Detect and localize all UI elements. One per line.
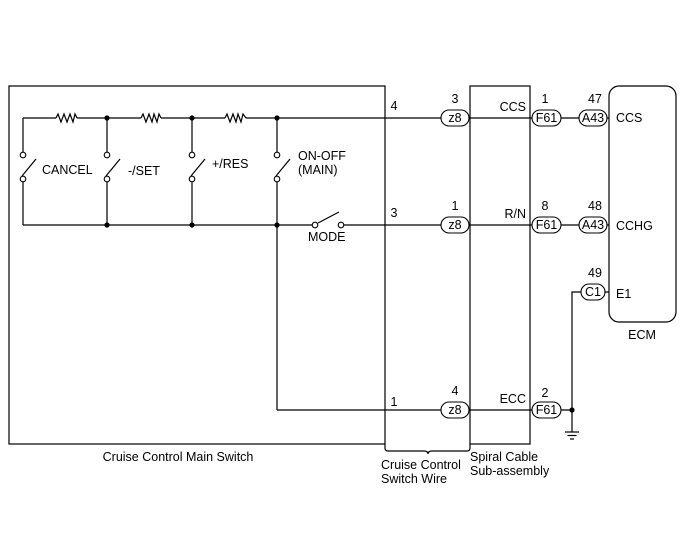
connector-f61-rn (531, 216, 562, 234)
cancel-switch (19, 151, 37, 183)
pin-number: 1 (391, 395, 398, 409)
signal-label: R/N (504, 207, 526, 221)
connector-label: z8 (448, 218, 461, 232)
pin-number: 3 (452, 92, 459, 106)
switch-label-onoff: ON-OFF (298, 149, 346, 163)
onoff-switch (273, 151, 291, 183)
connector-label: C1 (585, 285, 601, 299)
switch-label-res: +/RES (212, 157, 248, 171)
mode-switch (311, 211, 345, 229)
pin-number: 48 (588, 199, 602, 213)
harness-brace (384, 444, 471, 455)
connector-z8-rn (440, 216, 470, 234)
junction-dot (274, 222, 280, 228)
connector-label: A43 (582, 111, 604, 125)
switch-label-cancel: CANCEL (42, 163, 93, 177)
signal-label: CCS (500, 100, 526, 114)
label-main-switch: Cruise Control Main Switch (103, 450, 254, 464)
switch-label-set: -/SET (128, 164, 160, 178)
label-switch-wire: Cruise Control (381, 458, 461, 472)
switch-legs (22, 118, 278, 410)
ground-icon (565, 431, 579, 440)
connector-label: A43 (582, 218, 604, 232)
set-switch (103, 151, 121, 183)
ecm-pin-label: CCHG (616, 219, 653, 233)
res-switch (188, 151, 206, 183)
junction-dot (104, 115, 110, 121)
label-spiral-cable: Sub-assembly (470, 464, 550, 478)
pin-number: 47 (588, 92, 602, 106)
connector-f61-ecc (531, 401, 562, 419)
label-ecm: ECM (628, 328, 656, 342)
signal-label: ECC (500, 392, 526, 406)
junction-dot (274, 115, 280, 121)
pin-number: 1 (542, 92, 549, 106)
label-switch-wire: Switch Wire (381, 472, 447, 486)
pin-number: 4 (391, 99, 398, 113)
connector-label: F61 (536, 218, 558, 232)
resistor-2 (140, 111, 162, 125)
resistor-1 (55, 112, 78, 125)
wire-e1 (571, 291, 609, 410)
main-switch-box (8, 85, 386, 445)
connector-c1-e1 (580, 283, 606, 301)
connector-a43-ccs (578, 109, 608, 127)
connector-label: F61 (536, 111, 558, 125)
pin-number: 1 (452, 199, 459, 213)
switch-label-mode: MODE (308, 230, 346, 244)
switch-label-main: (MAIN) (298, 163, 338, 177)
junction-dot (104, 222, 110, 228)
spiral-cable-box (469, 85, 531, 445)
pin-number: 49 (588, 266, 602, 280)
connector-label: z8 (448, 111, 461, 125)
junction-dot (189, 115, 195, 121)
resistor-3 (224, 111, 247, 125)
ecm-pin-label: CCS (616, 111, 642, 125)
connector-a43-cchg (578, 216, 608, 234)
connector-f61-ccs (531, 109, 562, 127)
label-spiral-cable: Spiral Cable (470, 450, 538, 464)
pin-number: 3 (391, 206, 398, 220)
connector-label: z8 (448, 403, 461, 417)
pin-number: 2 (542, 386, 549, 400)
pin-number: 8 (542, 199, 549, 213)
ecm-box (608, 85, 677, 323)
pin-number: 4 (452, 384, 459, 398)
junction-dot (189, 222, 195, 228)
connector-z8-ccs (440, 109, 470, 127)
connector-label: F61 (536, 403, 558, 417)
connector-z8-ecc (440, 401, 470, 419)
ecm-pin-label: E1 (616, 287, 631, 301)
